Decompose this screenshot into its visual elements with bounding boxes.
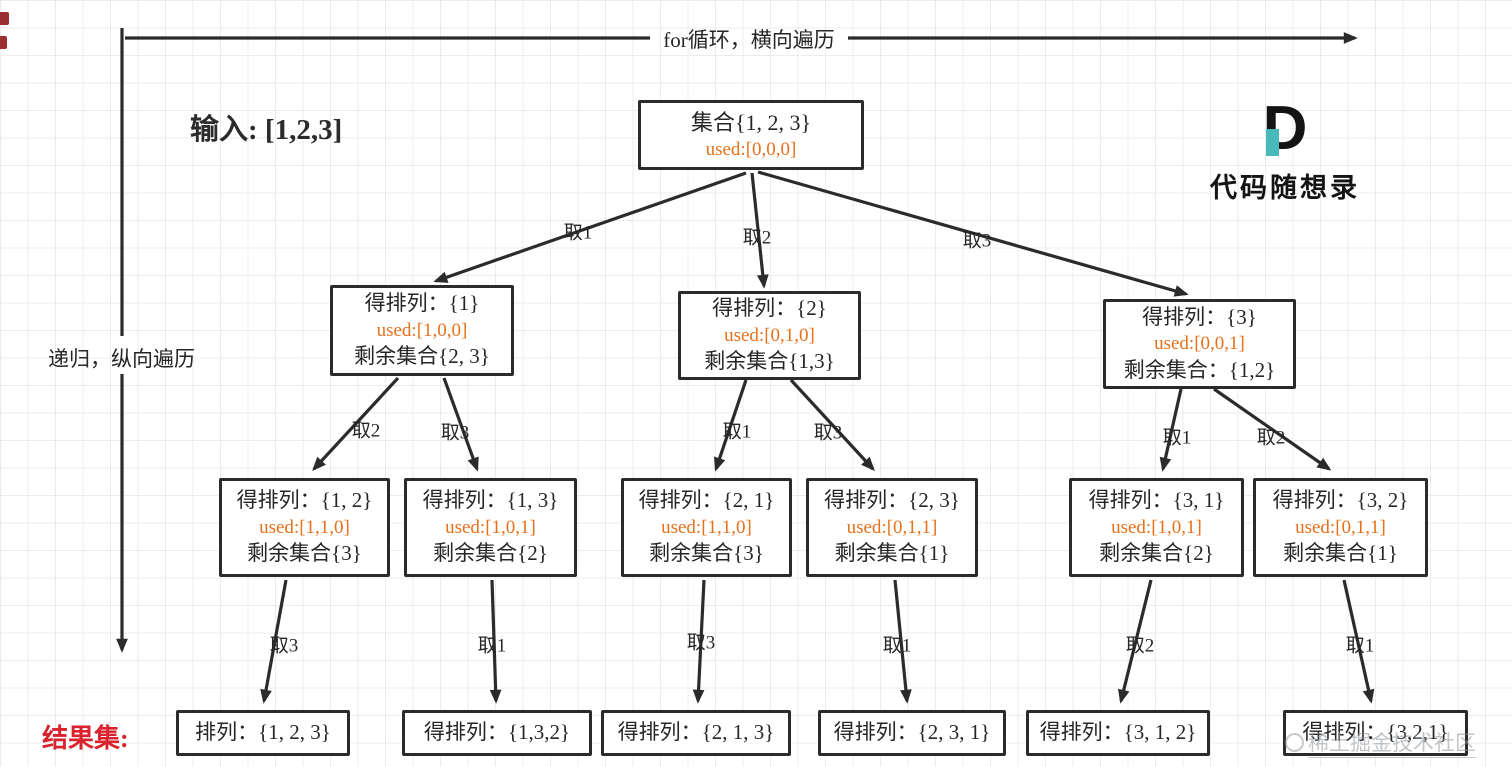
edge-label-take-1: 取1: [563, 222, 593, 244]
edge-label: 取1: [477, 635, 507, 657]
node-used: used:[1,1,0]: [259, 516, 350, 538]
result-node-132: 得排列：{1,3,2}: [402, 710, 592, 756]
node-used: used:[0,1,1]: [1295, 516, 1386, 538]
node-rest: 剩余集合{2, 3}: [354, 344, 490, 369]
node-title: 得排列：{3, 1}: [1088, 488, 1225, 513]
input-label: 输入: [1,2,3]: [190, 114, 343, 146]
edge-label: 取3: [686, 632, 716, 654]
node-used: used:[0,1,1]: [846, 516, 938, 538]
node-rest: 剩余集合{3}: [247, 541, 362, 566]
leaf-text: 得排列：{3,2,1}: [1302, 720, 1449, 745]
leaf-text: 得排列：{2, 3, 1}: [833, 720, 991, 745]
result-node-213: 得排列：{2, 1, 3}: [601, 710, 791, 756]
edge-label: 取1: [1162, 427, 1192, 449]
tree-node-perm-13: 得排列：{1, 3} used:[1,0,1] 剩余集合{2}: [404, 478, 577, 577]
tree-node-perm-12: 得排列：{1, 2} used:[1,1,0] 剩余集合{3}: [219, 478, 390, 577]
edge-label: 取3: [440, 422, 470, 444]
node-used: used:[1,0,0]: [376, 319, 468, 341]
edge-label: 取3: [269, 635, 299, 657]
tree-node-perm-3: 得排列：{3} used:[0,0,1] 剩余集合：{1,2}: [1103, 299, 1296, 389]
axis-arrows: [116, 28, 1358, 653]
leaf-text: 得排列：{1,3,2}: [423, 720, 571, 745]
node-title: 得排列：{3}: [1142, 304, 1257, 329]
edge-label: 取2: [351, 420, 381, 442]
tree-node-root: 集合{1, 2, 3} used:[0,0,0]: [638, 100, 864, 170]
site-logo: D 代码随想录: [1200, 98, 1370, 205]
logo-text: 代码随想录: [1210, 173, 1360, 203]
watermark-icon: [1285, 733, 1304, 752]
node-title: 得排列：{2, 3}: [824, 488, 960, 513]
node-title: 集合{1, 2, 3}: [690, 109, 812, 135]
edge-label: 取2: [1256, 427, 1286, 449]
node-title: 得排列：{1}: [364, 291, 480, 316]
logo-d-icon: D: [1253, 98, 1317, 164]
edge-label: 取3: [813, 422, 843, 444]
tree-node-perm-1: 得排列：{1} used:[1,0,0] 剩余集合{2, 3}: [330, 285, 514, 376]
edge-label-take-3: 取3: [962, 230, 992, 252]
leaf-text: 得排列：{2, 1, 3}: [617, 720, 775, 745]
node-title: 得排列：{1, 3}: [422, 488, 559, 513]
node-rest: 剩余集合{2}: [1099, 541, 1214, 566]
horizontal-traversal-label: for循环，横向遍历: [663, 28, 835, 52]
edge-label: 取1: [722, 421, 752, 443]
result-node-321: 得排列：{3,2,1}: [1283, 710, 1468, 756]
tree-node-perm-23: 得排列：{2, 3} used:[0,1,1] 剩余集合{1}: [806, 478, 978, 577]
node-used: used:[1,0,1]: [1111, 516, 1202, 538]
result-node-123: 排列：{1, 2, 3}: [176, 710, 350, 756]
vertical-traversal-label: 递归，纵向遍历: [48, 347, 195, 371]
result-node-312: 得排列：{3, 1, 2}: [1026, 710, 1210, 756]
leaf-text: 得排列：{3, 1, 2}: [1039, 720, 1197, 745]
level1-edges: [433, 170, 1189, 297]
node-title: 得排列：{3, 2}: [1272, 488, 1409, 513]
node-rest: 剩余集合{3}: [649, 541, 764, 566]
node-used: used:[0,1,0]: [724, 324, 815, 346]
tree-node-perm-2: 得排列：{2} used:[0,1,0] 剩余集合{1,3}: [678, 291, 861, 380]
node-used: used:[1,1,0]: [661, 516, 752, 538]
edge-label: 取1: [882, 635, 912, 657]
node-rest: 剩余集合{2}: [433, 541, 548, 566]
node-rest: 剩余集合{1,3}: [704, 349, 835, 374]
node-rest: 剩余集合{1}: [1283, 541, 1398, 566]
edge-label: 取2: [1125, 635, 1155, 657]
node-rest: 剩余集合：{1,2}: [1123, 357, 1276, 382]
node-rest: 剩余集合{1}: [834, 541, 950, 566]
result-node-231: 得排列：{2, 3, 1}: [818, 710, 1006, 756]
page-edge-mark-icon: [0, 36, 7, 49]
node-title: 得排列：{2}: [712, 296, 827, 321]
edge-label-take-2: 取2: [742, 227, 772, 249]
node-used: used:[1,0,1]: [445, 516, 536, 538]
level3-edges: [260, 579, 1375, 704]
watermark: 稀土掘金技术社区: [1285, 727, 1476, 758]
watermark-text: 稀土掘金技术社区: [1308, 727, 1476, 758]
edge-label: 取1: [1345, 635, 1375, 657]
result-set-label: 结果集:: [42, 724, 129, 753]
leaf-text: 排列：{1, 2, 3}: [195, 720, 331, 745]
node-used: used:[0,0,1]: [1154, 333, 1245, 355]
logo-teal-block: [1266, 129, 1279, 156]
tree-node-perm-21: 得排列：{2, 1} used:[1,1,0] 剩余集合{3}: [621, 478, 792, 577]
node-title: 得排列：{2, 1}: [638, 488, 775, 513]
tree-node-perm-32: 得排列：{3, 2} used:[0,1,1] 剩余集合{1}: [1253, 478, 1428, 577]
node-title: 得排列：{1, 2}: [236, 488, 373, 513]
level2-edges: [312, 376, 1332, 472]
node-used: used:[0,0,0]: [705, 138, 797, 160]
page-edge-mark-icon: [0, 12, 9, 25]
tree-node-perm-31: 得排列：{3, 1} used:[1,0,1] 剩余集合{2}: [1069, 478, 1244, 577]
